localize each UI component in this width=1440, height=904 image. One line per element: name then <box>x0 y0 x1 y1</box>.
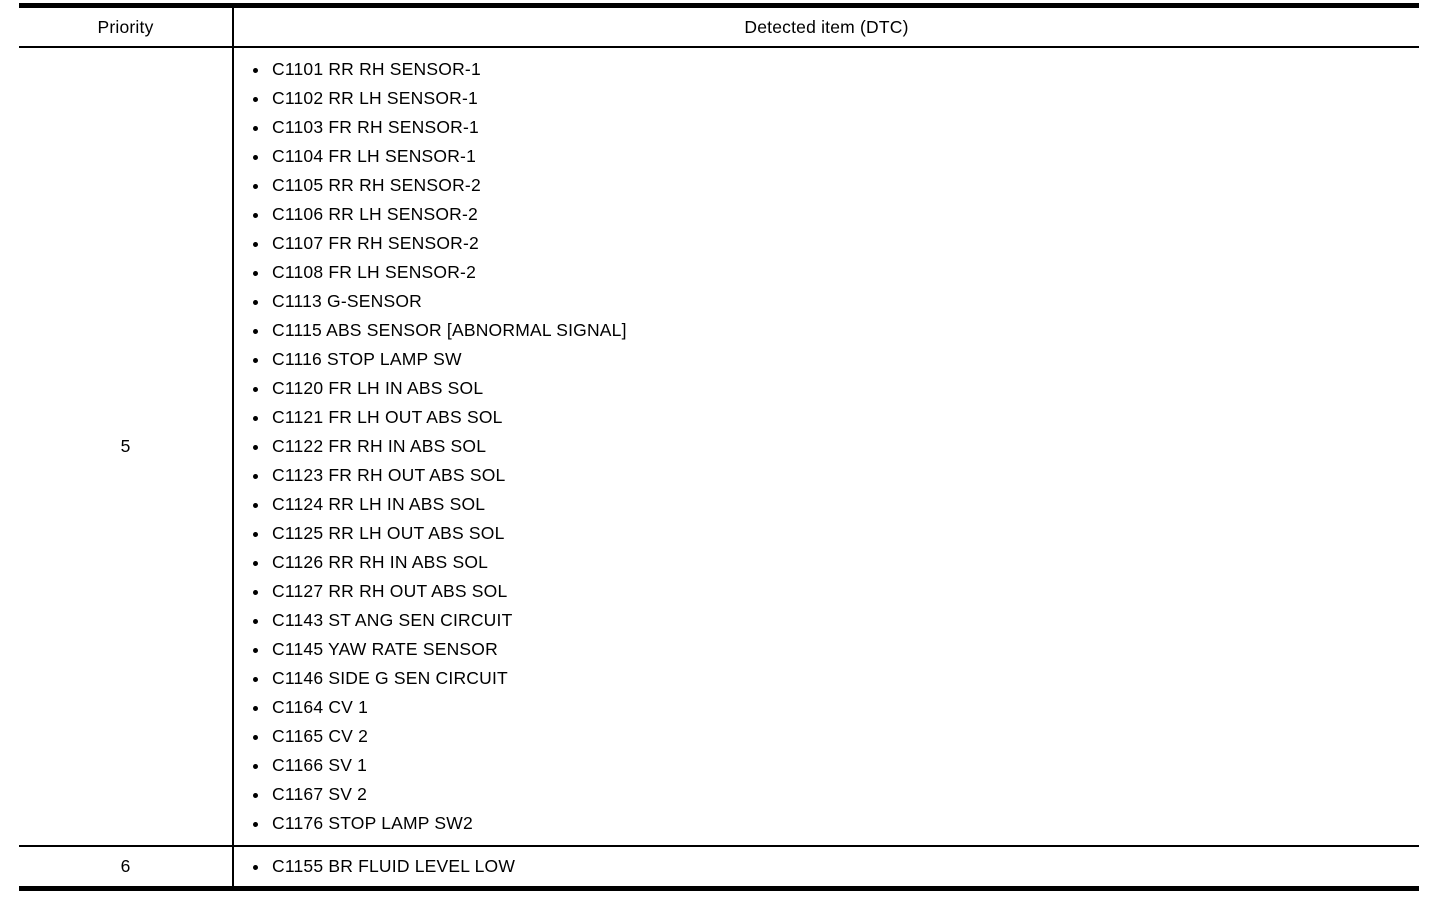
dtc-item: C1113 G-SENSOR <box>253 287 1409 316</box>
bullet-icon <box>253 502 258 508</box>
dtc-item-label: C1103 FR RH SENSOR-1 <box>272 117 479 137</box>
dtc-item: C1167 SV 2 <box>253 780 1409 809</box>
bullet-icon <box>253 473 258 479</box>
dtc-item-label: C1105 RR RH SENSOR-2 <box>272 175 481 195</box>
dtc-item-label: C1124 RR LH IN ABS SOL <box>272 494 486 514</box>
dtc-item: C1126 RR RH IN ABS SOL <box>253 548 1409 577</box>
dtc-item: C1146 SIDE G SEN CIRCUIT <box>253 664 1409 693</box>
dtc-item: C1164 CV 1 <box>253 693 1409 722</box>
dtc-list-cell: C1155 BR FLUID LEVEL LOW <box>234 847 1419 886</box>
bullet-icon <box>253 328 258 334</box>
dtc-item: C1106 RR LH SENSOR-2 <box>253 200 1409 229</box>
dtc-item-label: C1106 RR LH SENSOR-2 <box>272 204 478 224</box>
bullet-icon <box>253 241 258 247</box>
dtc-item-label: C1145 YAW RATE SENSOR <box>272 639 498 659</box>
dtc-item-label: C1126 RR RH IN ABS SOL <box>272 552 489 572</box>
bullet-icon <box>253 560 258 566</box>
bullet-icon <box>253 415 258 421</box>
bullet-icon <box>253 792 258 798</box>
dtc-item-label: C1102 RR LH SENSOR-1 <box>272 88 478 108</box>
dtc-item-label: C1113 G-SENSOR <box>272 291 422 311</box>
bullet-icon <box>253 154 258 160</box>
dtc-item: C1102 RR LH SENSOR-1 <box>253 84 1409 113</box>
dtc-item: C1176 STOP LAMP SW2 <box>253 809 1409 838</box>
bullet-icon <box>253 67 258 73</box>
bullet-icon <box>253 864 258 870</box>
dtc-item: C1143 ST ANG SEN CIRCUIT <box>253 606 1409 635</box>
dtc-item-label: C1107 FR RH SENSOR-2 <box>272 233 479 253</box>
dtc-item-label: C1165 CV 2 <box>272 726 369 746</box>
dtc-item: C1155 BR FLUID LEVEL LOW <box>253 852 1409 881</box>
priority-value: 5 <box>19 48 234 845</box>
dtc-item-label: C1104 FR LH SENSOR-1 <box>272 146 477 166</box>
dtc-list: C1155 BR FLUID LEVEL LOW <box>234 852 1409 881</box>
priority-value: 6 <box>19 847 234 886</box>
dtc-item-label: C1166 SV 1 <box>272 755 368 775</box>
dtc-item-label: C1116 STOP LAMP SW <box>272 349 462 369</box>
dtc-item: C1107 FR RH SENSOR-2 <box>253 229 1409 258</box>
dtc-item-label: C1164 CV 1 <box>272 697 369 717</box>
dtc-item-label: C1108 FR LH SENSOR-2 <box>272 262 477 282</box>
dtc-item: C1108 FR LH SENSOR-2 <box>253 258 1409 287</box>
dtc-item-label: C1176 STOP LAMP SW2 <box>272 813 473 833</box>
dtc-item: C1145 YAW RATE SENSOR <box>253 635 1409 664</box>
table-header-row: Priority Detected item (DTC) <box>19 8 1419 48</box>
dtc-item: C1123 FR RH OUT ABS SOL <box>253 461 1409 490</box>
bullet-icon <box>253 386 258 392</box>
dtc-item: C1103 FR RH SENSOR-1 <box>253 113 1409 142</box>
dtc-item: C1124 RR LH IN ABS SOL <box>253 490 1409 519</box>
bullet-icon <box>253 734 258 740</box>
dtc-item: C1125 RR LH OUT ABS SOL <box>253 519 1409 548</box>
dtc-item: C1115 ABS SENSOR [ABNORMAL SIGNAL] <box>253 316 1409 345</box>
dtc-item-label: C1120 FR LH IN ABS SOL <box>272 378 484 398</box>
bullet-icon <box>253 444 258 450</box>
table-row: 6 C1155 BR FLUID LEVEL LOW <box>19 845 1419 886</box>
dtc-item-label: C1101 RR RH SENSOR-1 <box>272 59 481 79</box>
dtc-item: C1166 SV 1 <box>253 751 1409 780</box>
bullet-icon <box>253 270 258 276</box>
dtc-item: C1104 FR LH SENSOR-1 <box>253 142 1409 171</box>
dtc-item-label: C1155 BR FLUID LEVEL LOW <box>272 856 516 876</box>
bullet-icon <box>253 96 258 102</box>
dtc-item: C1121 FR LH OUT ABS SOL <box>253 403 1409 432</box>
dtc-item: C1127 RR RH OUT ABS SOL <box>253 577 1409 606</box>
bullet-icon <box>253 125 258 131</box>
dtc-item-label: C1146 SIDE G SEN CIRCUIT <box>272 668 508 688</box>
bullet-icon <box>253 183 258 189</box>
bullet-icon <box>253 676 258 682</box>
bullet-icon <box>253 299 258 305</box>
dtc-item-label: C1115 ABS SENSOR [ABNORMAL SIGNAL] <box>272 320 627 340</box>
bullet-icon <box>253 589 258 595</box>
bullet-icon <box>253 618 258 624</box>
bullet-icon <box>253 212 258 218</box>
dtc-item: C1105 RR RH SENSOR-2 <box>253 171 1409 200</box>
dtc-priority-table: Priority Detected item (DTC) 5 C1101 RR … <box>19 3 1419 891</box>
dtc-item-label: C1123 FR RH OUT ABS SOL <box>272 465 506 485</box>
bullet-icon <box>253 763 258 769</box>
bullet-icon <box>253 821 258 827</box>
dtc-item: C1116 STOP LAMP SW <box>253 345 1409 374</box>
dtc-item-label: C1125 RR LH OUT ABS SOL <box>272 523 505 543</box>
bullet-icon <box>253 357 258 363</box>
dtc-item-label: C1122 FR RH IN ABS SOL <box>272 436 487 456</box>
dtc-item: C1101 RR RH SENSOR-1 <box>253 55 1409 84</box>
bullet-icon <box>253 705 258 711</box>
dtc-item-label: C1143 ST ANG SEN CIRCUIT <box>272 610 513 630</box>
dtc-item: C1122 FR RH IN ABS SOL <box>253 432 1409 461</box>
bullet-icon <box>253 531 258 537</box>
bullet-icon <box>253 647 258 653</box>
detected-item-column-header: Detected item (DTC) <box>744 16 909 37</box>
dtc-item: C1165 CV 2 <box>253 722 1409 751</box>
priority-column-header: Priority <box>19 8 234 46</box>
dtc-item-label: C1167 SV 2 <box>272 784 368 804</box>
dtc-item-label: C1127 RR RH OUT ABS SOL <box>272 581 508 601</box>
dtc-item: C1120 FR LH IN ABS SOL <box>253 374 1409 403</box>
dtc-item-label: C1121 FR LH OUT ABS SOL <box>272 407 503 427</box>
